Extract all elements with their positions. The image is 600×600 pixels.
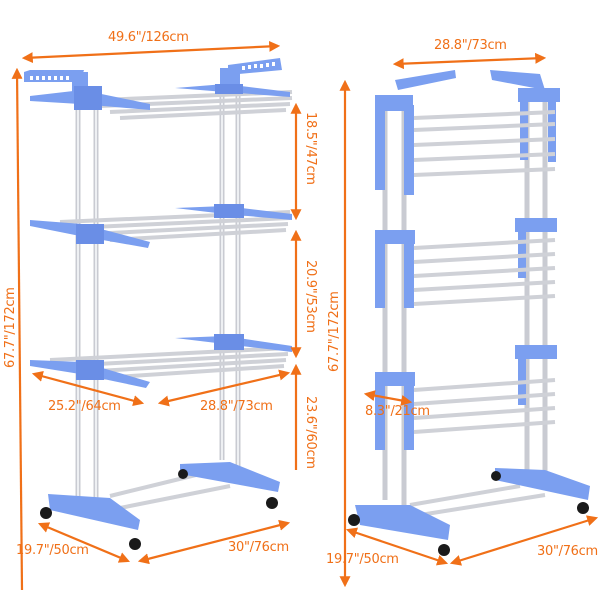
right-base-width-label: 30"/76cm [537, 544, 598, 559]
folded-tier-3 [375, 345, 557, 450]
right-top-width-label: 28.8"/73cm [434, 38, 507, 53]
tier2-gap-label: 20.9"/53cm [303, 260, 318, 333]
left-rack [24, 58, 293, 550]
folded-tier-2 [375, 218, 557, 308]
tier1-gap-label: 18.5"/47cm [303, 112, 318, 185]
right-base-depth-label: 19.7"/50cm [326, 552, 399, 567]
shelf-tier-3 [30, 334, 292, 388]
left-base-width-label: 30"/76cm [228, 540, 289, 555]
wing-depth-label: 25.2"/64cm [48, 399, 121, 414]
shelf-width-label: 28.8"/73cm [200, 399, 273, 414]
left-total-height-label: 67.7"/172cm [3, 287, 18, 368]
base-right [348, 468, 590, 556]
top-hook-left [395, 70, 456, 90]
folded-tier-1 [375, 88, 560, 195]
right-rack [348, 70, 590, 556]
dimension-arrows [11, 40, 599, 591]
left-top-width-label: 49.6"/126cm [108, 30, 189, 45]
shelf-tier-2 [30, 204, 292, 248]
top-hook-right [490, 70, 545, 90]
right-total-height-label: 67.7"/172cm [327, 291, 342, 372]
shelf-tier-1 [30, 84, 293, 120]
folded-depth-label: 8.3"/21cm [365, 404, 430, 419]
tier3-height-label: 23.6"/60cm [303, 396, 318, 469]
left-base-depth-label: 19.7"/50cm [16, 543, 89, 558]
